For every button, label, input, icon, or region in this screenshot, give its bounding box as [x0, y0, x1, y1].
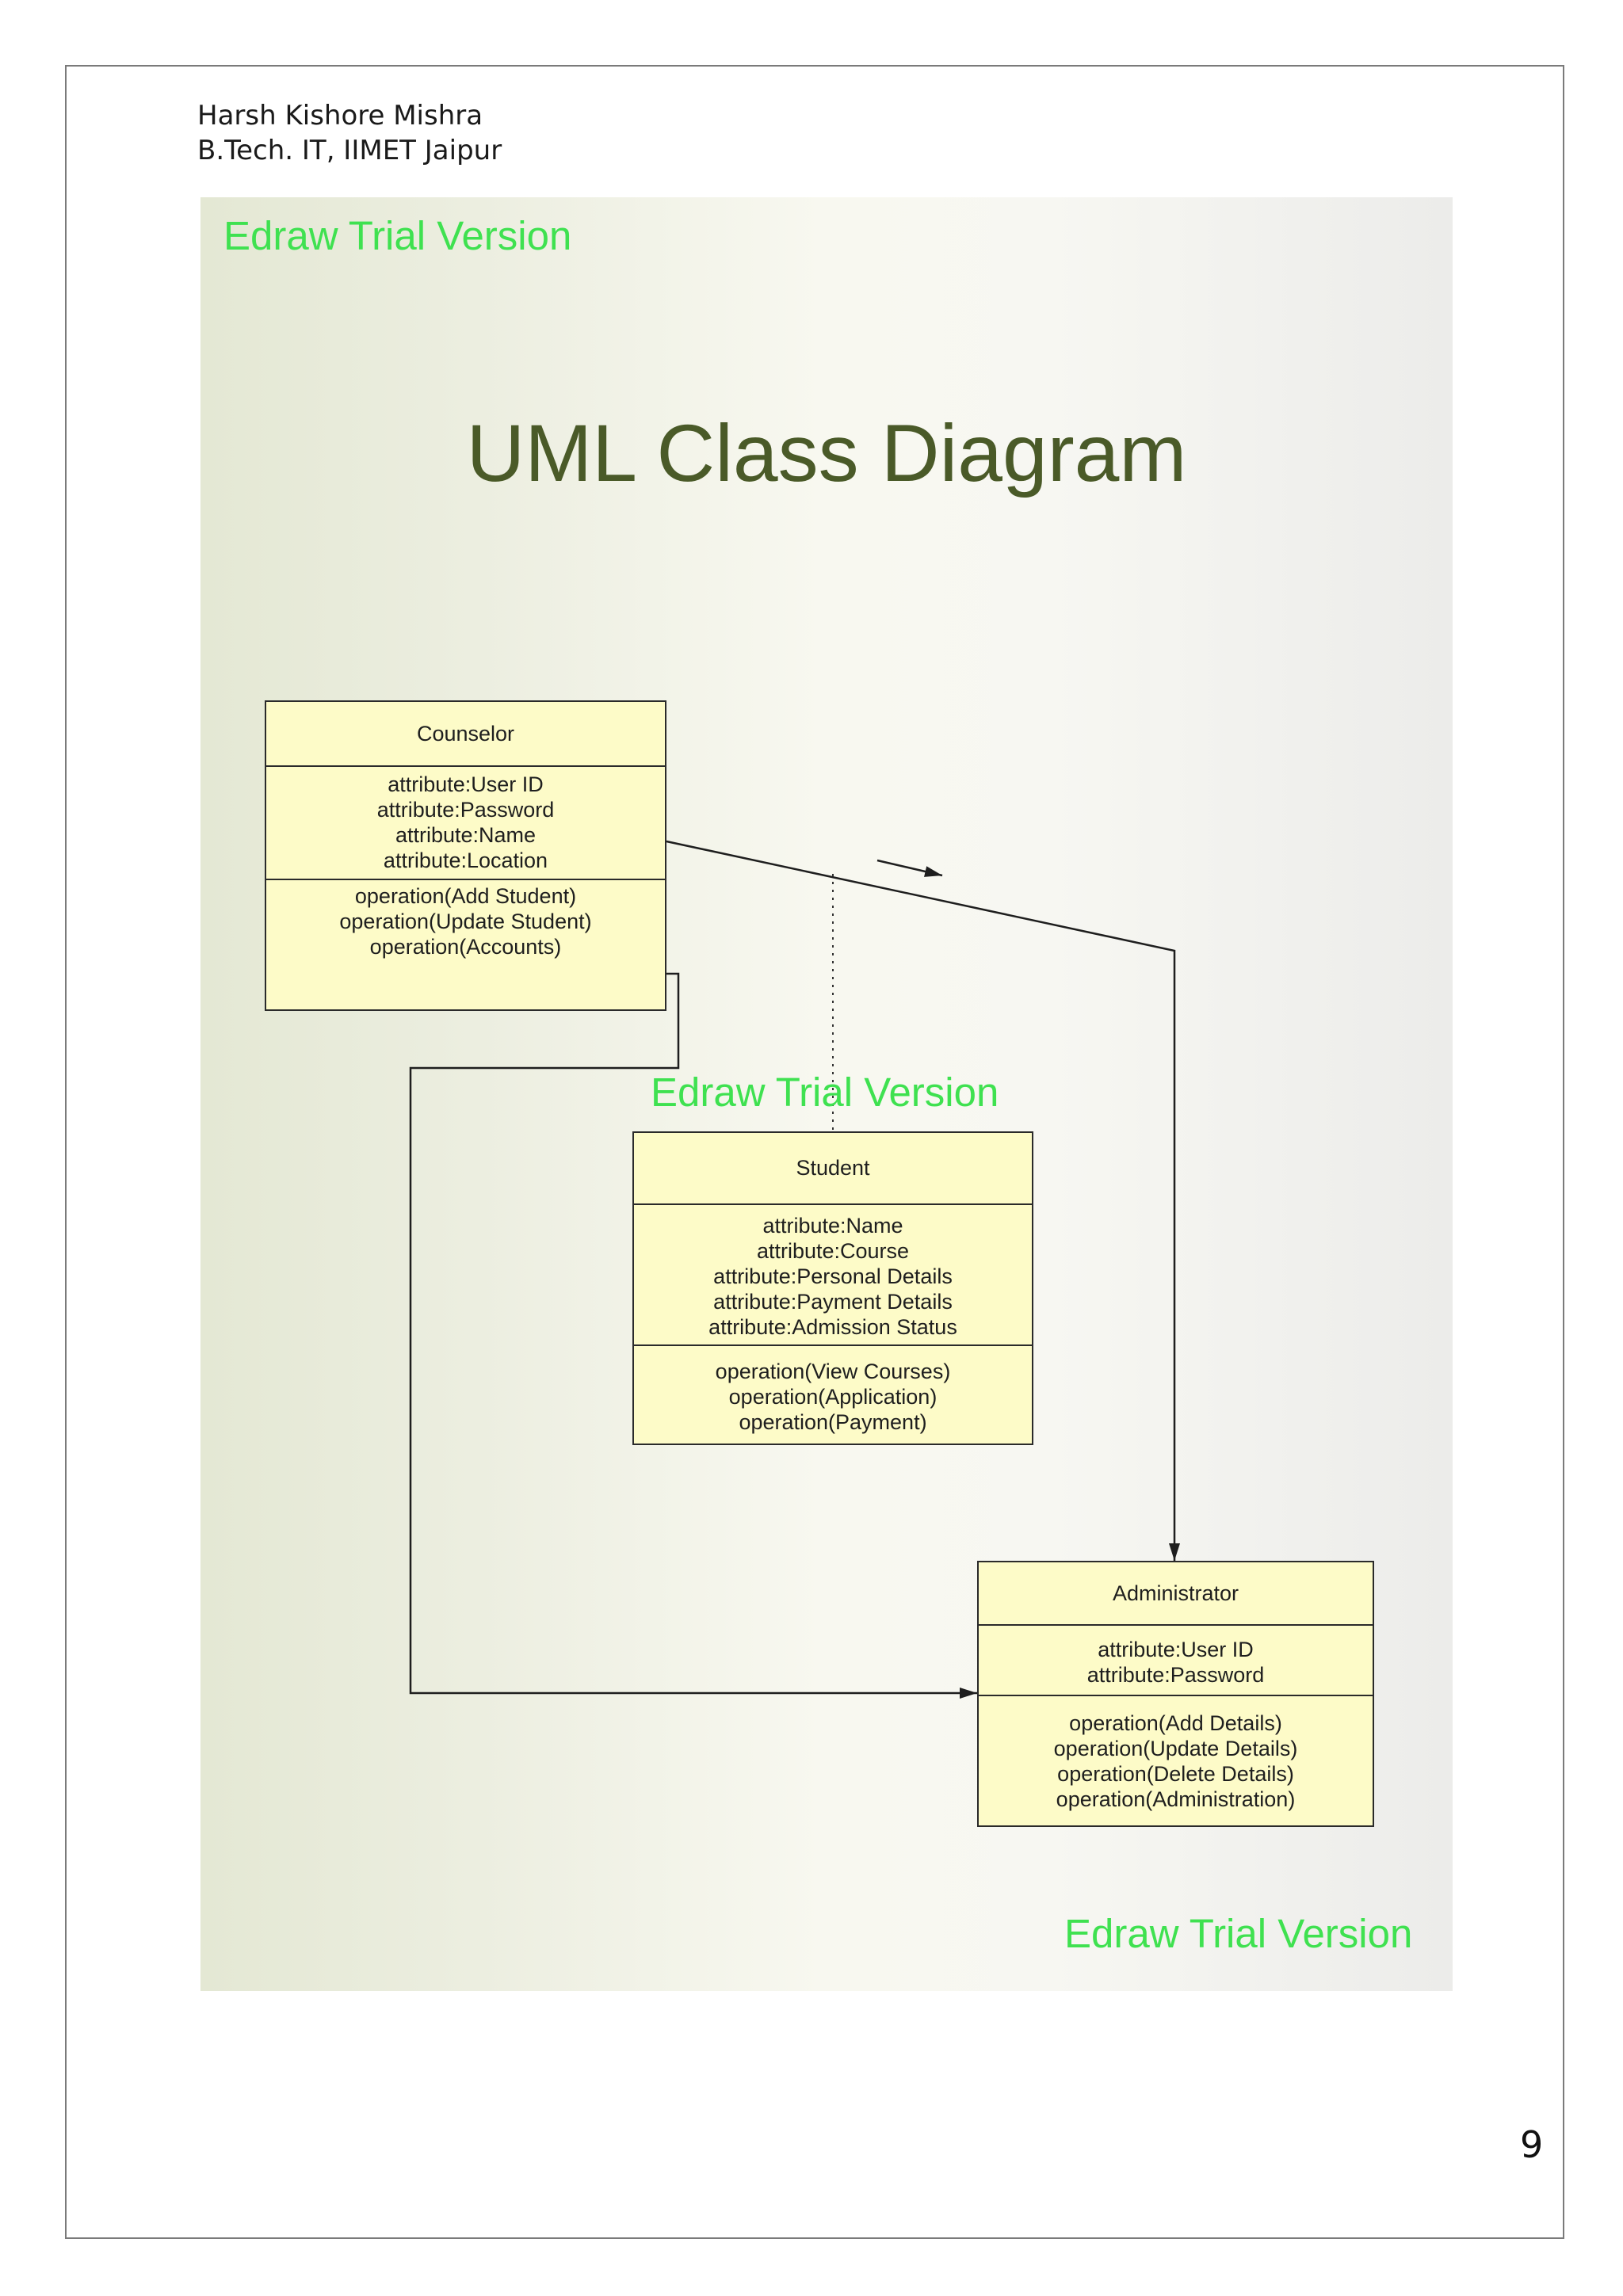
page-border [65, 65, 1564, 2239]
operations-compartment: operation(Add Student) operation(Update … [266, 879, 665, 1009]
attribute-item: attribute:Name [395, 823, 537, 847]
attributes-compartment: attribute:User ID attribute:Password att… [266, 765, 665, 879]
class-name-compartment: Student [634, 1133, 1032, 1203]
operation-item: operation(Accounts) [369, 935, 562, 959]
page-number: 9 [1520, 2123, 1544, 2166]
attribute-item: attribute:Location [383, 849, 548, 872]
attribute-item: attribute:User ID [388, 772, 544, 796]
association-direction-arrow [876, 859, 943, 877]
operations-compartment: operation(View Courses) operation(Applic… [634, 1344, 1032, 1444]
attributes-compartment: attribute:Name attribute:Course attribut… [634, 1203, 1032, 1344]
operation-item: operation(Add Student) [354, 884, 577, 908]
operation-item: operation(Add Details) [1069, 1711, 1282, 1735]
operation-item: operation(Update Student) [339, 910, 592, 933]
attribute-item: attribute:User ID [1098, 1638, 1254, 1661]
operation-item: operation(View Courses) [715, 1360, 951, 1383]
operations-compartment: operation(Add Details) operation(Update … [979, 1695, 1373, 1825]
watermark-top: Edraw Trial Version [223, 213, 572, 258]
attributes-compartment: attribute:User ID attribute:Password [979, 1624, 1373, 1695]
watermark-middle: Edraw Trial Version [651, 1070, 999, 1115]
operation-item: operation(Application) [728, 1385, 938, 1409]
class-counselor[interactable]: Counselor attribute:User ID attribute:Pa… [265, 700, 666, 1011]
watermark-bottom: Edraw Trial Version [1064, 1911, 1413, 1956]
class-name-compartment: Counselor [266, 702, 665, 765]
attribute-item: attribute:Password [1086, 1663, 1265, 1687]
operation-item: operation(Delete Details) [1057, 1762, 1294, 1786]
attribute-item: attribute:Password [376, 798, 555, 822]
class-name-compartment: Administrator [979, 1562, 1373, 1624]
class-name: Student [796, 1156, 870, 1180]
class-administrator[interactable]: Administrator attribute:User ID attribut… [977, 1561, 1374, 1827]
attribute-item: attribute:Personal Details [713, 1264, 953, 1288]
attribute-item: attribute:Name [762, 1214, 903, 1238]
operation-item: operation(Update Details) [1053, 1737, 1298, 1760]
diagram-title: UML Class Diagram [466, 408, 1187, 498]
association-counselor-administrator [666, 840, 1180, 1561]
operation-item: operation(Payment) [739, 1410, 927, 1434]
class-name: Administrator [1112, 1581, 1239, 1605]
header-affiliation: B.Tech. IT, IIMET Jaipur [197, 135, 502, 166]
class-name: Counselor [416, 721, 515, 746]
operation-item: operation(Administration) [1056, 1787, 1296, 1811]
attribute-item: attribute:Payment Details [713, 1290, 953, 1314]
header-author: Harsh Kishore Mishra [197, 100, 483, 132]
connector-counselor-to-administrator [409, 972, 977, 1699]
class-student[interactable]: Student attribute:Name attribute:Course … [632, 1131, 1033, 1445]
attribute-item: attribute:Admission Status [708, 1315, 957, 1339]
attribute-item: attribute:Course [756, 1239, 910, 1263]
